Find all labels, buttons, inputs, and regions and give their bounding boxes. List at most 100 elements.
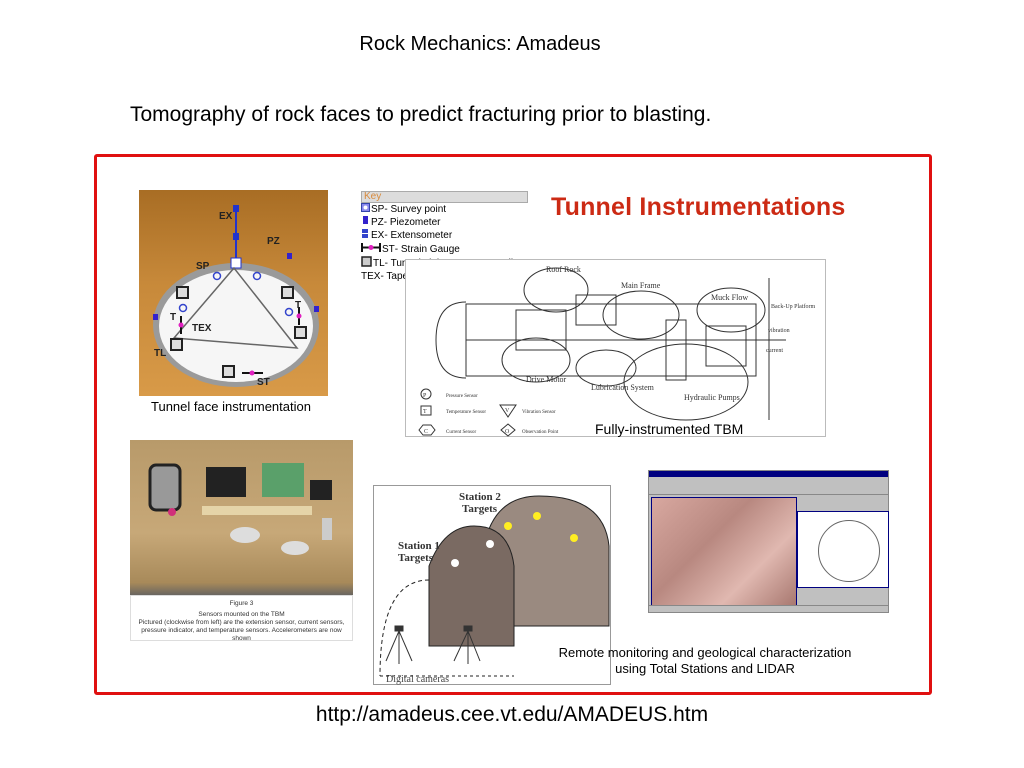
tunnel-face-image: EX PZ SP T T TEX TL ST xyxy=(139,190,328,396)
key-item: ST - Strain Gauge xyxy=(361,243,528,256)
piezometer-icon xyxy=(153,314,158,320)
annotation-roof-rock: Roof Rock xyxy=(546,265,581,274)
target-icon xyxy=(570,534,578,542)
sensors-caption: Figure 3 Sensors mounted on the TBM Pict… xyxy=(130,595,353,642)
tape-extensometer-lines xyxy=(172,266,299,349)
figure-label: Figure 3 xyxy=(229,600,254,607)
app-toolbar xyxy=(649,482,888,495)
tunnel-opening xyxy=(159,270,313,382)
sensors-photo xyxy=(130,440,353,595)
legend-symbol: O xyxy=(505,429,510,435)
extension-sensor xyxy=(148,463,182,512)
cameras-label: Digital cameras xyxy=(386,674,449,685)
annotation-muck-flow: Muck Flow xyxy=(711,293,748,302)
survey-point-icon xyxy=(178,303,188,313)
vibration-sensor-icon xyxy=(499,404,517,418)
lidar-caption-line1: Remote monitoring and geological charact… xyxy=(558,645,852,660)
lidar-caption: Remote monitoring and geological charact… xyxy=(530,645,880,677)
key-code: PZ xyxy=(371,216,384,228)
annotation-drive-motor: Drive Motor xyxy=(526,375,567,384)
hydraulic-pumps-circle xyxy=(623,343,749,421)
muck-flow-circle xyxy=(696,287,766,333)
pressure-cell-icon xyxy=(170,338,183,351)
pressure-cell-icon xyxy=(176,286,189,299)
temperature-sensor xyxy=(310,480,332,500)
survey-point-icon xyxy=(252,271,262,281)
extensometer-anchor-icon xyxy=(233,233,239,240)
strain-gauge-icon xyxy=(361,243,381,256)
survey-point-icon xyxy=(361,203,370,216)
observation-point-icon xyxy=(500,423,516,437)
piezometer-icon xyxy=(287,253,292,259)
annotation-vibration: vibration xyxy=(768,328,790,334)
key-label: - Piezometer xyxy=(383,216,441,228)
strain-gauge-dot xyxy=(296,313,302,319)
legend-label: Observation Point xyxy=(522,430,559,435)
annotation-backup-platform: Back-Up Platform xyxy=(771,303,815,310)
cable-sensor xyxy=(230,527,260,543)
tunnel-face-diagram: EX PZ SP T T TEX TL ST xyxy=(153,205,319,388)
legend-symbol: V xyxy=(505,408,510,414)
key-label: - Extensometer xyxy=(384,230,453,241)
survey-point-icon xyxy=(284,307,294,317)
annotation-hydraulic-pumps: Hydraulic Pumps xyxy=(684,393,740,402)
sensor-connector xyxy=(168,508,176,516)
key-label: - Survey point xyxy=(384,203,447,215)
roof-rock-circle xyxy=(523,267,589,313)
ruler xyxy=(202,506,312,515)
tbm-component xyxy=(575,294,617,326)
station2-targets-label: Targets xyxy=(462,503,498,515)
target-icon xyxy=(504,522,512,530)
legend-label: Vibration Sensor xyxy=(522,410,556,415)
legend-symbol: P xyxy=(423,393,427,399)
key-code: EX xyxy=(371,230,385,241)
lidar-software-screenshot xyxy=(648,470,889,613)
extensometer-icon xyxy=(361,229,370,243)
legend-symbol: T xyxy=(423,409,427,415)
stereonet-plot xyxy=(818,520,880,582)
tbm-legend: P Pressure Sensor T Temperature Sensor V… xyxy=(418,388,559,437)
slide-subtitle: Tomography of rock faces to predict frac… xyxy=(130,103,712,126)
current-sensor xyxy=(206,467,246,497)
pressure-cell-icon xyxy=(222,365,235,378)
station1-label: Station 1 xyxy=(398,540,440,552)
station2-label: Station 2 xyxy=(459,491,501,503)
piezometer-icon xyxy=(314,306,319,312)
label-t-left: T xyxy=(170,312,176,323)
annotation-lubrication: Lubrication System xyxy=(591,383,655,392)
cutterhead-outline xyxy=(435,301,467,379)
label-tl: TL xyxy=(154,348,166,359)
legend-label: Current Sensor xyxy=(446,430,476,435)
label-sp: SP xyxy=(196,261,210,272)
sightline xyxy=(379,579,430,677)
camera-tripod-icon xyxy=(453,625,481,664)
panel-heading: Tunnel Instrumentations xyxy=(551,193,846,221)
legend-label: Temperature Sensor xyxy=(446,410,486,415)
strain-gauge-dot xyxy=(249,370,255,376)
key-header: Key xyxy=(361,191,528,203)
stations-diagram: Station 2 Targets Station 1 Targets Digi… xyxy=(373,485,611,685)
key-code: TL xyxy=(373,257,385,269)
key-item: EX - Extensometer xyxy=(361,229,528,243)
lidar-caption-line2: using Total Stations and LIDAR xyxy=(615,661,795,676)
main-frame-circle xyxy=(602,290,680,340)
cable-sensor xyxy=(281,541,309,555)
source-url[interactable]: http://amadeus.cee.vt.edu/AMADEUS.htm xyxy=(315,703,709,726)
key-label: - Strain Gauge xyxy=(394,243,460,255)
annotation-current: current xyxy=(766,348,783,354)
target-icon xyxy=(486,540,494,548)
key-code: SP xyxy=(371,203,385,215)
current-sensor-icon xyxy=(418,424,436,436)
drive-motor-circle xyxy=(501,337,571,383)
tunnel-1 xyxy=(428,525,515,647)
piezometer-icon xyxy=(361,216,370,229)
content-frame xyxy=(94,154,932,695)
camera-tripod-icon xyxy=(385,625,413,664)
key-code: ST xyxy=(382,243,395,255)
stereonet-window xyxy=(797,511,889,588)
tunnel-2 xyxy=(483,495,610,627)
figure-line2: Pictured (clockwise from left) are the e… xyxy=(138,619,345,642)
legend-label: Pressure Sensor xyxy=(446,394,478,399)
probe xyxy=(322,518,332,540)
tunnel-face-caption: Tunnel face instrumentation xyxy=(151,399,311,414)
